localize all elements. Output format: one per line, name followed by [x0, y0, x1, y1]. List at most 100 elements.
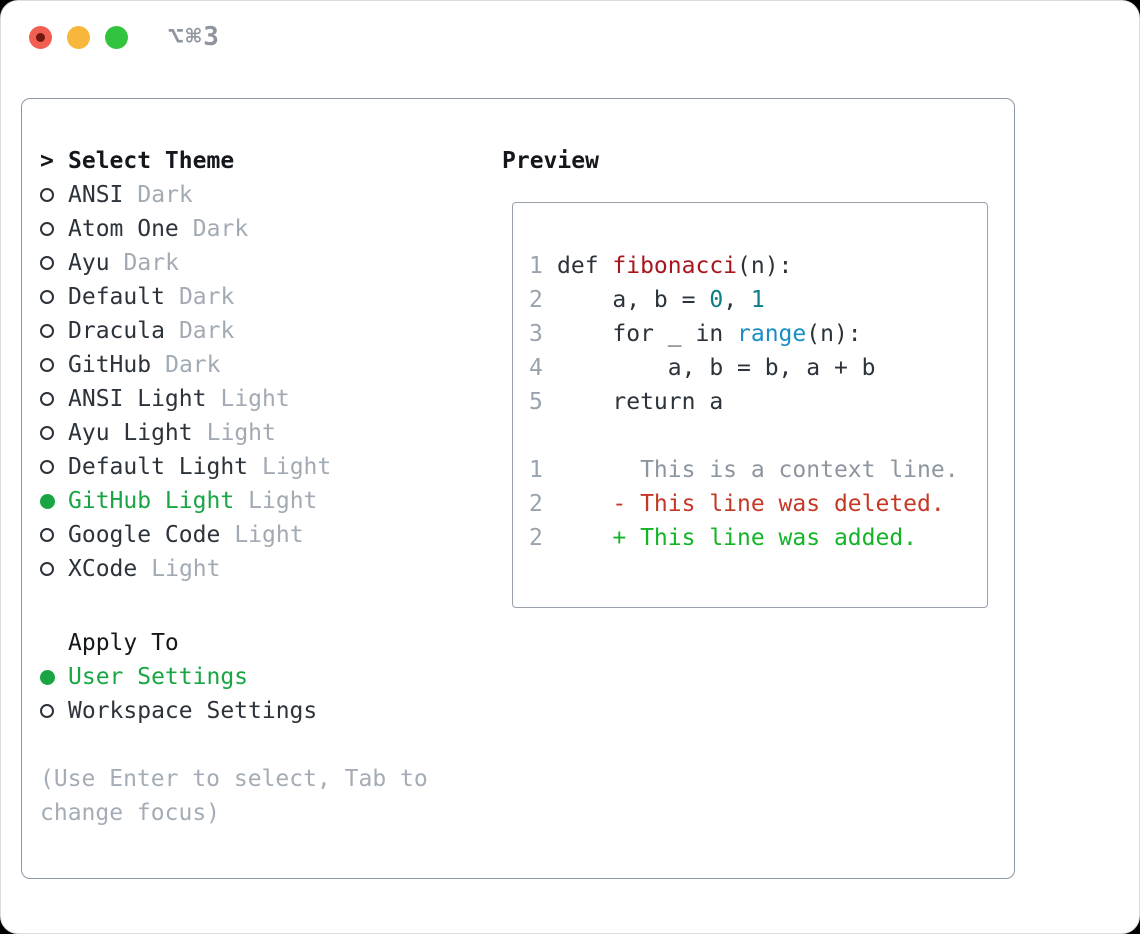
code-token-code: (n):: [737, 253, 793, 279]
theme-option-ansi[interactable]: ANSI Dark: [40, 178, 480, 212]
code-token-code: ,: [723, 287, 751, 313]
apply-to-header: Apply To: [68, 630, 179, 656]
radio-icon: [40, 222, 54, 236]
line-number: 4: [529, 355, 543, 381]
preview-line: 1 def fibonacci(n):: [529, 249, 987, 283]
keyboard-hint: (Use Enter to select, Tab to change focu…: [40, 766, 428, 826]
record-dot-icon: [36, 32, 45, 42]
code-token-func: fibonacci: [612, 253, 738, 279]
select-theme-title: Select Theme: [68, 148, 235, 174]
radio-icon: [40, 256, 54, 270]
preview-header: Preview: [502, 148, 599, 174]
code-token-context: This is a context line.: [557, 457, 959, 483]
theme-option-google-code[interactable]: Google Code Light: [40, 518, 480, 552]
theme-option-ansi-light[interactable]: ANSI Light Light: [40, 382, 480, 416]
radio-icon: [40, 290, 54, 304]
theme-variant-tag: Light: [220, 386, 290, 412]
line-number: 5: [529, 389, 543, 415]
line-number: 2: [529, 491, 543, 517]
apply-option-label: Workspace Settings: [68, 698, 318, 724]
theme-option-label: Default: [68, 284, 165, 310]
minimize-button[interactable]: [67, 25, 90, 49]
theme-option-label: XCode: [68, 556, 138, 582]
theme-option-ayu-light[interactable]: Ayu Light Light: [40, 416, 480, 450]
preview-line: 1 This is a context line.: [529, 453, 987, 487]
radio-icon: [40, 358, 54, 372]
theme-option-github[interactable]: GitHub Dark: [40, 348, 480, 382]
radio-icon: [40, 704, 54, 718]
radio-icon: [40, 324, 54, 338]
code-token-code: for _ in: [557, 321, 738, 347]
code-token-deleted: - This line was deleted.: [557, 491, 945, 517]
radio-selected-icon: [40, 493, 55, 509]
radio-icon: [40, 392, 54, 406]
theme-variant-tag: Light: [206, 420, 276, 446]
window-title: ⌥⌘3: [168, 22, 221, 52]
apply-option-workspace-settings[interactable]: Workspace Settings: [40, 694, 480, 728]
theme-option-label: GitHub Light: [68, 488, 235, 514]
theme-option-label: Dracula: [68, 318, 165, 344]
theme-option-label: Ayu: [68, 250, 110, 276]
code-token-builtin: range: [737, 321, 807, 347]
preview-line: [529, 419, 987, 453]
apply-option-user-settings[interactable]: User Settings: [40, 660, 480, 694]
preview-line: 2 + This line was added.: [529, 521, 987, 555]
preview-line: 3 for _ in range(n):: [529, 317, 987, 351]
radio-icon: [40, 528, 54, 542]
theme-option-label: ANSI: [68, 182, 124, 208]
cursor-marker-icon: >: [40, 148, 54, 174]
theme-option-label: ANSI Light: [68, 386, 207, 412]
theme-option-atom-one[interactable]: Atom One Dark: [40, 212, 480, 246]
line-number: 1: [529, 253, 543, 279]
theme-variant-tag: Dark: [178, 284, 235, 310]
line-number: 3: [529, 321, 543, 347]
maximize-button[interactable]: [105, 25, 128, 49]
theme-option-default[interactable]: Default Dark: [40, 280, 480, 314]
theme-option-label: Default Light: [68, 454, 249, 480]
radio-icon: [40, 562, 54, 576]
theme-variant-tag: Dark: [178, 318, 235, 344]
preview-line: 2 a, b = 0, 1: [529, 283, 987, 317]
preview-line: 5 return a: [529, 385, 987, 419]
select-theme-header: > Select Theme: [40, 144, 480, 178]
theme-option-label: Atom One: [68, 216, 179, 242]
preview-line: 4 a, b = b, a + b: [529, 351, 987, 385]
line-number: 2: [529, 287, 543, 313]
theme-option-label: Google Code: [68, 522, 221, 548]
theme-option-xcode[interactable]: XCode Light: [40, 552, 480, 586]
theme-variant-tag: Light: [234, 522, 304, 548]
theme-variant-tag: Light: [262, 454, 332, 480]
preview-line: 2 - This line was deleted.: [529, 487, 987, 521]
theme-option-dracula[interactable]: Dracula Dark: [40, 314, 480, 348]
theme-variant-tag: Dark: [165, 352, 221, 378]
code-token-number: 0: [709, 287, 724, 313]
theme-option-label: GitHub: [68, 352, 152, 378]
code-token-code: return a: [557, 389, 724, 415]
close-button[interactable]: [29, 25, 52, 49]
radio-icon: [40, 426, 54, 440]
code-token-number: 1: [750, 287, 765, 313]
radio-icon: [40, 460, 54, 474]
code-token-added: + This line was added.: [557, 525, 918, 551]
theme-option-default-light[interactable]: Default Light Light: [40, 450, 480, 484]
apply-option-label: User Settings: [68, 664, 249, 690]
radio-selected-icon: [40, 669, 55, 685]
theme-option-label: Ayu Light: [68, 420, 193, 446]
code-token-code: a, b = b, a + b: [557, 355, 876, 381]
theme-variant-tag: Light: [151, 556, 221, 582]
line-number: 2: [529, 525, 543, 551]
theme-variant-tag: Dark: [137, 182, 193, 208]
code-token-code: def: [557, 253, 613, 279]
line-number: 1: [529, 457, 543, 483]
theme-variant-tag: Dark: [192, 216, 249, 242]
